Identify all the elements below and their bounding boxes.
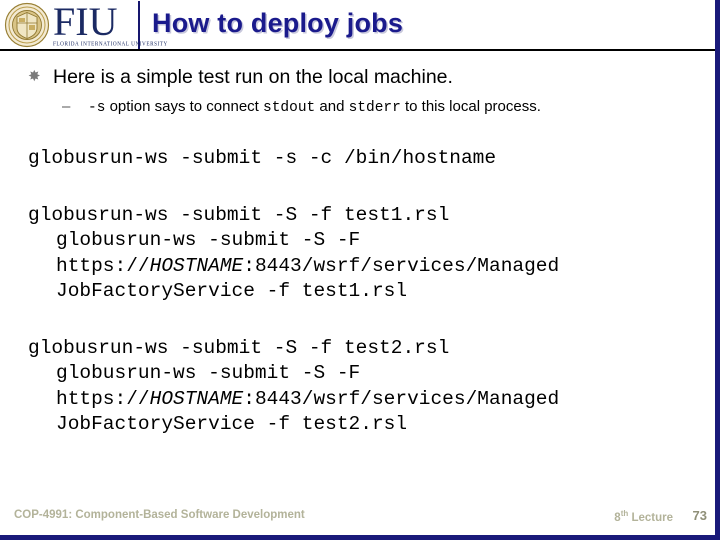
- footer-lecture-number: 8: [614, 511, 621, 524]
- bullet-marker-icon: ✸: [28, 68, 41, 85]
- footer-lecture-word: Lecture: [628, 511, 673, 524]
- slide-footer: COP-4991: Component-Based Software Devel…: [0, 508, 715, 527]
- code-url-suffix: :8443/wsrf/services/Managed: [243, 254, 560, 277]
- dash-marker-icon: –: [62, 98, 71, 115]
- code-line: globusrun-ws -submit -S -f test2.rsl: [28, 336, 450, 359]
- code-line: https://HOSTNAME:8443/wsrf/services/Mana…: [28, 387, 703, 413]
- code-line: https://HOSTNAME:8443/wsrf/services/Mana…: [28, 254, 703, 280]
- footer-lecture-label: 8th Lecture: [614, 509, 673, 524]
- bullet-level1-text: Here is a simple test run on the local m…: [53, 66, 453, 88]
- stdout-text: stdout: [263, 100, 316, 116]
- header-divider: [0, 49, 715, 51]
- code-hostname-placeholder: HOSTNAME: [149, 254, 244, 277]
- fiu-letters: FIU: [53, 0, 118, 44]
- bullet-level2-text-b: and: [315, 98, 349, 115]
- stderr-text: stderr: [348, 100, 401, 116]
- footer-course-title: COP-4991: Component-Based Software Devel…: [14, 509, 305, 521]
- code-block-test2: globusrun-ws -submit -S -f test2.rsl glob…: [0, 336, 715, 438]
- code-block-test1: globusrun-ws -submit -S -f test1.rsl glob…: [0, 203, 715, 305]
- university-seal-icon: [4, 2, 50, 48]
- code-url-prefix: https://: [56, 387, 150, 410]
- footer-lecture-suffix: th: [620, 509, 629, 518]
- bullet-level1: ✸ Here is a simple test run on the local…: [0, 66, 715, 89]
- bullet-level2-text-c: to this local process.: [400, 98, 541, 115]
- bullet-level2-text-a: option says to connect: [105, 98, 264, 115]
- fiu-logo: FIU FLORIDA INTERNATIONAL UNIVERSITY: [2, 1, 167, 49]
- code-url-prefix: https://: [56, 254, 150, 277]
- footer-page-number: 73: [692, 508, 707, 523]
- code-line: JobFactoryService -f test2.rsl: [56, 413, 408, 435]
- bullet-level2: – -s option says to connect stdout and st…: [0, 97, 715, 118]
- code-url-suffix: :8443/wsrf/services/Managed: [243, 387, 560, 410]
- fiu-tagline: FLORIDA INTERNATIONAL UNIVERSITY: [53, 40, 168, 48]
- slide-header: FIU FLORIDA INTERNATIONAL UNIVERSITY How…: [0, 0, 715, 51]
- code-hostname-placeholder: HOSTNAME: [149, 387, 244, 410]
- fiu-wordmark: FIU FLORIDA INTERNATIONAL UNIVERSITY: [53, 0, 168, 48]
- code-block-hostname: globusrun-ws -submit -s -c /bin/hostname: [0, 146, 715, 172]
- option-flag-text: -s: [88, 100, 106, 116]
- code-line: globusrun-ws -submit -s -c /bin/hostname: [28, 147, 497, 169]
- code-line: globusrun-ws -submit -S -f test1.rsl: [28, 203, 450, 226]
- code-line: globusrun-ws -submit -S -F: [56, 362, 361, 384]
- code-line: JobFactoryService -f test1.rsl: [56, 280, 408, 302]
- page-title: How to deploy jobs: [152, 8, 404, 38]
- code-line: globusrun-ws -submit -S -F: [56, 229, 361, 251]
- slide-body: ✸ Here is a simple test run on the local…: [0, 52, 715, 438]
